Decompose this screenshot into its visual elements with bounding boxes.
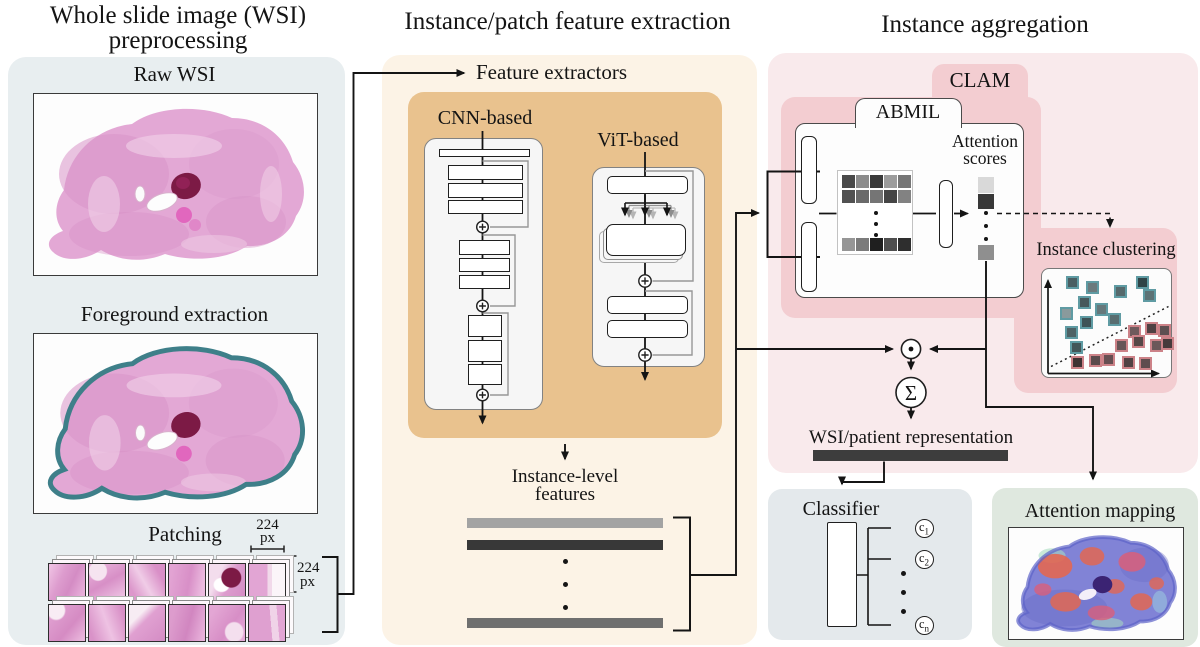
cluster-point-teal [1086,281,1099,294]
feature-bar [467,540,663,550]
cluster-point-red [1071,356,1084,369]
matrix-cell [855,189,869,203]
feature-bar [467,518,663,528]
attention-mapping-image [1008,527,1184,640]
cluster-point-red [1161,337,1174,350]
abmil-fc-layer [801,222,817,292]
abmil-fc-layer [801,136,817,204]
matrix-cell [869,174,883,188]
cluster-point-red [1115,339,1128,352]
patch [127,555,174,601]
attention-score-cell [978,193,994,209]
section-title-feature-extraction: Instance/patch feature extraction [404,8,731,35]
attention-scores-label-line2: scores [963,148,1007,168]
matrix-cell [855,237,869,251]
patch [127,595,174,642]
cluster-point-teal [1065,326,1078,339]
class-node-cn: cn [914,615,934,635]
patch-size-right-unit: px [300,574,315,590]
matrix-cell [869,189,883,203]
feature-bar [467,617,663,628]
raw-wsi-label: Raw WSI [133,62,216,86]
attention-score-cell [978,177,994,193]
cluster-point-red [1102,353,1115,366]
cnn-label: CNN-based [437,107,533,129]
instance-clustering-label: Instance clustering [1036,240,1176,260]
foreground-extraction-image [33,333,318,514]
cluster-point-teal [1060,307,1073,320]
matrix-cell [897,174,911,188]
patch-size-top-unit: px [260,530,275,546]
matrix-cell [883,174,897,188]
patch [87,555,134,601]
cluster-point-red [1139,357,1152,370]
patch-size-right-value: 224 [297,560,320,576]
patch [47,595,94,642]
wsi-representation-label: WSI/patient representation [808,427,1014,448]
cluster-point-red [1132,335,1145,348]
feature-extractors-label: Feature extractors [476,60,628,84]
instance-features-label-line1: Instance-level [511,466,619,487]
classifier-layer [827,522,857,627]
wsi-representation-bar [813,450,1008,461]
section-title-preprocessing-line1: Whole slide image (WSI) [49,2,307,29]
patch [247,595,294,642]
patch [87,595,134,642]
class-node-c1: c1 [914,518,934,538]
matrix-cell [883,237,897,251]
foreground-extraction-label: Foreground extraction [80,302,269,326]
cluster-point-teal [1078,296,1091,309]
matrix-cell [841,174,855,188]
matrix-cell [855,174,869,188]
section-title-preprocessing-line2: preprocessing [108,27,248,54]
foreground-tissue [47,346,305,501]
cluster-point-red [1145,322,1158,335]
abmil-tab: ABMIL [855,98,962,128]
patching-label: Patching [148,522,222,546]
patch [167,595,214,642]
matrix-cell [897,189,911,203]
matrix-cell [897,237,911,251]
clam-label: CLAM [949,68,1011,92]
cluster-point-teal [1070,341,1083,354]
instance-features-label-line2: features [534,484,596,505]
attention-scores-label-line1: Attention [951,131,1019,151]
attention-heatmap [1016,535,1177,632]
cluster-point-teal [1108,313,1121,326]
matrix-cell [841,237,855,251]
cluster-point-red [1122,356,1135,369]
cluster-point-teal [1114,285,1127,298]
raw-wsi-tissue [48,108,304,260]
cluster-point-teal [1066,276,1079,289]
abmil-label: ABMIL [875,101,941,123]
attention-head-layer [938,180,953,248]
patch [207,555,254,601]
cluster-point-red [1158,324,1171,337]
cluster-point-teal [1136,276,1149,289]
matrix-cell [869,237,883,251]
attention-matrix [837,170,913,255]
patch [47,555,94,601]
class-node-c2: c2 [914,549,934,569]
patch [207,595,254,642]
matrix-cell [883,189,897,203]
patch [167,555,214,601]
cluster-point-red [1089,354,1102,367]
attention-mapping-label: Attention mapping [1024,500,1176,522]
patch-size-top-value: 224 [256,517,279,533]
cluster-point-teal [1095,303,1108,316]
cluster-point-teal [1080,316,1093,329]
cluster-point-teal [1143,289,1156,302]
raw-wsi-image [33,93,318,276]
vit-label: ViT-based [597,129,679,151]
section-title-instance-aggregation: Instance aggregation [881,11,1089,38]
classifier-label: Classifier [802,498,880,520]
matrix-cell [841,189,855,203]
foreground-outline [47,346,305,501]
attention-score-cell [978,244,994,260]
